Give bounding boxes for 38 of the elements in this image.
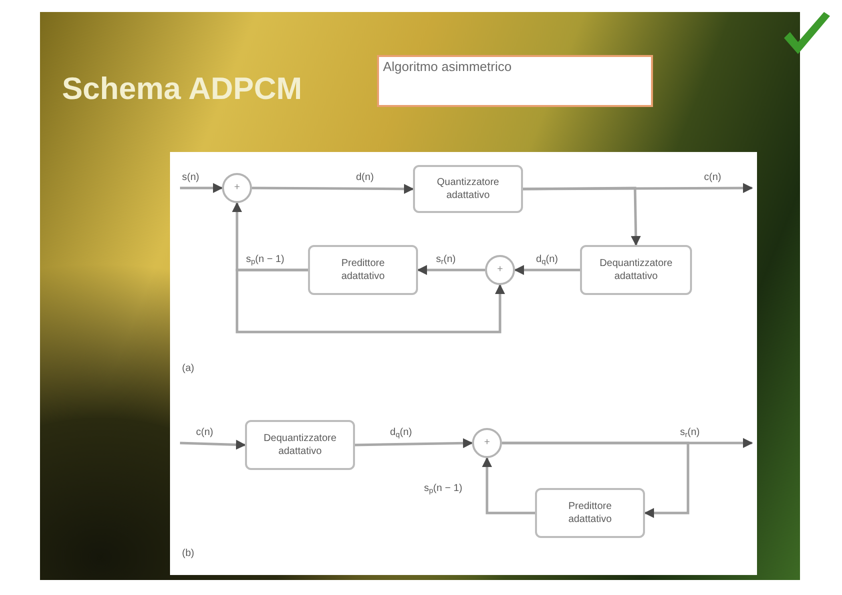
block-label: Predittore adattativo (340, 257, 386, 283)
arrow (180, 440, 246, 450)
arrow (522, 186, 641, 246)
arrow (482, 457, 535, 514)
signal-label: s$_{p}$(n − 1) (246, 255, 284, 265)
signal-label: s$_{r}$(n) (680, 428, 700, 438)
operator-sign: + (484, 438, 490, 448)
subfigure-label: (b) (182, 549, 194, 559)
subfigure-label: (a) (182, 364, 194, 374)
signal-label: d(n) (356, 173, 374, 183)
block-label: Quantizzatore adattativo (436, 176, 500, 202)
process-block (308, 245, 418, 295)
arrow (514, 265, 580, 275)
signal-label: s$_{r}$(n) (436, 255, 456, 265)
signal-label: s(n) (182, 173, 200, 183)
process-block (535, 488, 645, 538)
block-label: Dequantizzatore adattativo (598, 257, 674, 283)
arrow (236, 268, 505, 334)
note-text: Algoritmo asimmetrico (383, 59, 513, 76)
arrow (180, 183, 223, 193)
signal-label: s$_{p}$(n − 1) (424, 484, 462, 494)
arrow (252, 184, 414, 194)
signal-label: d$_{q}$(n) (390, 428, 412, 438)
operator-sign: + (497, 265, 503, 275)
text-box (377, 55, 653, 107)
arrow (354, 438, 473, 448)
block-label: Dequantizzatore adattativo (262, 432, 338, 458)
process-block (580, 245, 692, 295)
slide-title: Schema ADPCM (62, 70, 302, 108)
operator-sign: + (234, 183, 240, 193)
process-block (245, 420, 355, 470)
process-block (413, 165, 523, 213)
arrow (502, 442, 690, 518)
signal-label: c(n) (196, 428, 214, 438)
signal-label: c(n) (704, 173, 722, 183)
block-label: Predittore adattativo (567, 500, 613, 526)
arrow (417, 265, 485, 275)
signal-label: d$_{q}$(n) (536, 255, 558, 265)
